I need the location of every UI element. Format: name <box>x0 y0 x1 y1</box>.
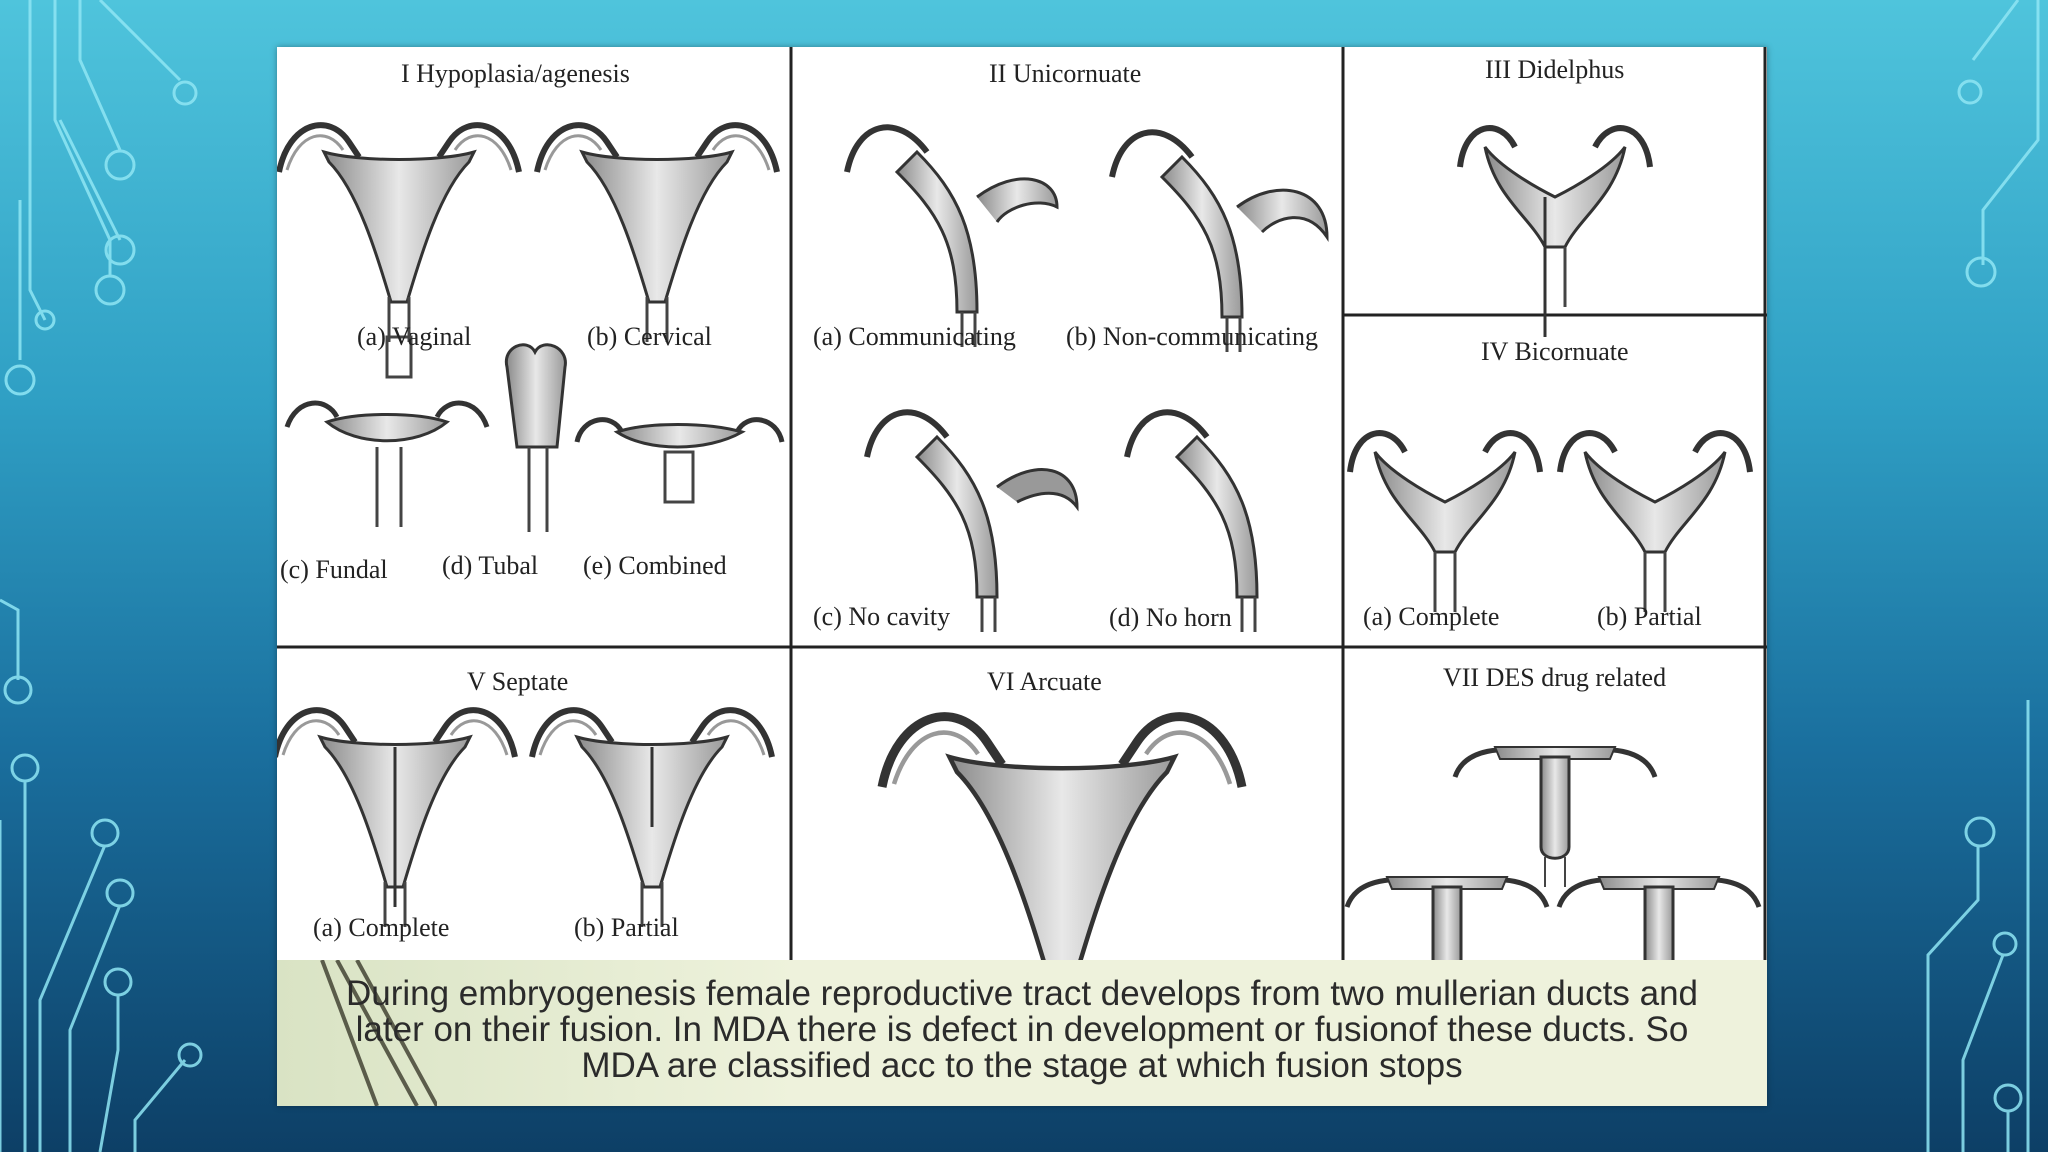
label-vaginal: (a) Vaginal <box>357 322 472 351</box>
label-fundal: (c) Fundal <box>280 555 388 584</box>
panel-title-didelphus: III Didelphus <box>1485 55 1625 84</box>
label-septate-complete: (a) Complete <box>313 913 450 942</box>
unicornuate-non-communicating-figure <box>1112 132 1242 352</box>
panel-title-bicornuate: IV Bicornuate <box>1481 337 1629 366</box>
uterus-tubal-figure <box>504 343 567 532</box>
caption-band: During embryogenesis female reproductive… <box>277 960 1767 1106</box>
uterus-vaginal-figure <box>279 125 519 342</box>
caption-line-1: During embryogenesis female reproductive… <box>345 974 1699 1013</box>
unicornuate-no-cavity-figure <box>867 412 997 632</box>
unicornuate-communicating-figure <box>847 127 977 347</box>
des-figure-top <box>1455 747 1655 887</box>
arcuate-figure <box>882 717 1242 960</box>
unicornuate-no-horn-figure <box>1127 412 1257 632</box>
uterus-fundal-figure <box>284 400 490 527</box>
panel-title-arcuate: VI Arcuate <box>987 667 1102 696</box>
label-no-cavity: (c) No cavity <box>813 602 951 631</box>
uterus-cervical-figure <box>537 125 777 342</box>
label-non-communicating: (b) Non-communicating <box>1066 322 1318 351</box>
bicornuate-partial-figure <box>1560 433 1750 612</box>
label-bicornuate-partial: (b) Partial <box>1597 602 1702 631</box>
didelphus-figure <box>1460 128 1650 337</box>
classification-figure: I Hypoplasia/agenesis II Unicornuate III… <box>277 47 1767 1106</box>
label-combined: (e) Combined <box>583 551 727 580</box>
caption-text: During embryogenesis female reproductive… <box>297 976 1747 1084</box>
label-septate-partial: (b) Partial <box>574 913 679 942</box>
panel-title-unicornuate: II Unicornuate <box>989 59 1142 88</box>
circuit-decoration-left <box>0 0 203 1152</box>
label-bicornuate-complete: (a) Complete <box>1363 602 1500 631</box>
circuit-decoration-right <box>1926 0 2040 1152</box>
des-figure-left <box>1347 877 1547 960</box>
diagram-canvas <box>277 47 1767 960</box>
caption-line-3: MDA are classified acc to the stage at w… <box>581 1046 1463 1085</box>
des-figure-right <box>1559 877 1759 960</box>
panel-title-septate: V Septate <box>467 667 569 696</box>
bicornuate-complete-figure <box>1350 433 1540 612</box>
caption-decoration <box>320 960 437 1106</box>
label-no-horn: (d) No horn <box>1109 603 1232 632</box>
caption-line-2: later on their fusion. In MDA there is d… <box>355 1010 1689 1049</box>
label-cervical: (b) Cervical <box>587 322 712 351</box>
panel-title-hypoplasia: I Hypoplasia/agenesis <box>401 59 630 88</box>
panel-title-des: VII DES drug related <box>1443 663 1667 692</box>
label-tubal: (d) Tubal <box>442 551 539 580</box>
mda-classification-diagram: I Hypoplasia/agenesis II Unicornuate III… <box>277 47 1767 960</box>
uterus-combined-figure <box>574 417 785 504</box>
label-communicating: (a) Communicating <box>813 322 1016 351</box>
